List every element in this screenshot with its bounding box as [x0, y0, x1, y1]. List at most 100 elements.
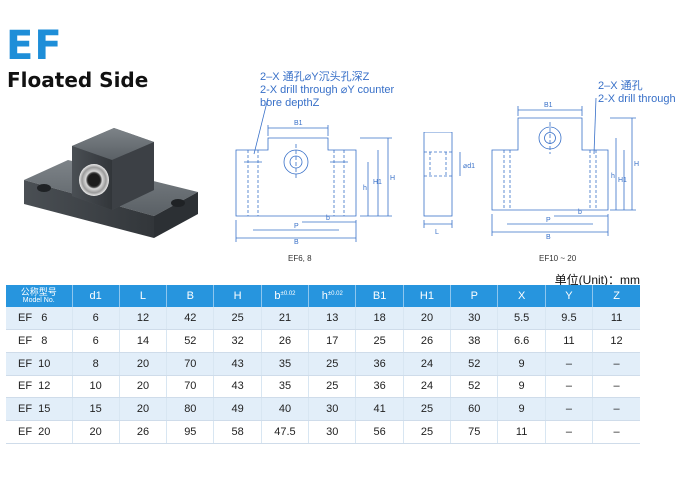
cell-p: 52 [450, 352, 499, 376]
cell-h1: 24 [403, 375, 452, 399]
cell-b1: 18 [355, 307, 404, 331]
col-header-h-tolerance: ±0.02 [327, 291, 343, 297]
col-header-b-label: b [274, 290, 281, 302]
drawing-ef10-20: B1 B P b h H1 H [491, 98, 639, 241]
col-header-d1: d1 [72, 285, 120, 307]
cell-h1: 24 [403, 352, 452, 376]
cell-h-upper: 32 [213, 329, 262, 353]
unit-label: 单位(Unit)：mm [554, 273, 640, 287]
cell-model: EF 15 [6, 397, 73, 421]
cell-h1: 25 [403, 420, 452, 444]
cell-h: 13 [308, 307, 357, 331]
col-header-b1: B1 [355, 285, 404, 307]
col-header-l: L [119, 285, 168, 307]
cell-z: – [592, 352, 640, 376]
cell-l: 20 [119, 397, 168, 421]
cell-p: 52 [450, 375, 499, 399]
dim-p: P [546, 217, 551, 224]
cell-b-upper: 95 [166, 420, 215, 444]
drawing-side-view: L ⌀d1 [423, 132, 475, 236]
product-image [24, 128, 198, 238]
cell-y: 11 [545, 329, 594, 353]
cell-z: – [592, 375, 640, 399]
cell-h-upper: 49 [213, 397, 262, 421]
cell-model: EF 10 [6, 352, 73, 376]
callout-right-line2: 2-X drill through [598, 93, 676, 105]
cell-d1: 8 [72, 352, 120, 376]
col-header-b-upper: B [166, 285, 215, 307]
callout-right: 2–X 通孔 2-X drill through [598, 80, 676, 106]
cell-model: EF 8 [6, 329, 73, 353]
dim-h1: H1 [373, 179, 382, 186]
drawing-ef6-8: B1 B P b h H1 H [235, 98, 395, 246]
cell-h-upper: 25 [213, 307, 262, 331]
cell-h: 25 [308, 375, 357, 399]
cell-b-upper: 70 [166, 352, 215, 376]
cell-h-upper: 43 [213, 375, 262, 399]
cell-d1: 10 [72, 375, 120, 399]
cell-h1: 20 [403, 307, 452, 331]
cell-y: – [545, 420, 594, 444]
cell-b1: 25 [355, 329, 404, 353]
cell-x: 9 [497, 352, 546, 376]
dim-b1: B1 [544, 102, 553, 109]
cell-h1: 25 [403, 397, 452, 421]
cell-b1: 56 [355, 420, 404, 444]
cell-p: 60 [450, 397, 499, 421]
dim-h1: H1 [618, 177, 627, 184]
dim-p: P [294, 223, 299, 230]
cell-h: 30 [308, 397, 357, 421]
cell-d1: 15 [72, 397, 120, 421]
cell-y: – [545, 375, 594, 399]
col-header-y: Y [545, 285, 594, 307]
dim-b: b [578, 209, 582, 216]
col-header-h1: H1 [403, 285, 452, 307]
cell-d1: 6 [72, 307, 120, 331]
cell-l: 14 [119, 329, 168, 353]
col-header-model-en: Model No. [22, 297, 55, 304]
cell-d1: 20 [72, 420, 120, 444]
col-header-z: Z [592, 285, 640, 307]
cell-model: EF 6 [6, 307, 73, 331]
cell-b-upper: 42 [166, 307, 215, 331]
cell-l: 26 [119, 420, 168, 444]
cell-p: 75 [450, 420, 499, 444]
spec-table-header-row: 公称型号 Model No. d1 L B H b±0.02 h±0.02 B1… [6, 285, 640, 307]
cell-b: 35 [261, 352, 310, 376]
col-header-p: P [450, 285, 499, 307]
cell-b-upper: 70 [166, 375, 215, 399]
col-header-h-upper: H [213, 285, 262, 307]
col-header-b: b±0.02 [261, 285, 310, 307]
cell-y: 9.5 [545, 307, 594, 331]
caption-ef10-20: EF10 ~ 20 [539, 254, 577, 263]
dim-b1: B1 [294, 120, 303, 127]
product-subtitle: Floated Side [7, 68, 149, 92]
cell-b: 35 [261, 375, 310, 399]
col-header-b-tolerance: ±0.02 [280, 291, 296, 297]
cell-b: 47.5 [261, 420, 310, 444]
cell-b: 26 [261, 329, 310, 353]
cell-d1: 6 [72, 329, 120, 353]
dim-L: L [435, 229, 439, 236]
cell-x: 11 [497, 420, 546, 444]
cell-h1: 26 [403, 329, 452, 353]
col-header-h-label: h [321, 290, 328, 302]
callout-left-line3: bore depthZ [260, 97, 320, 109]
cell-b1: 36 [355, 375, 404, 399]
cell-b1: 36 [355, 352, 404, 376]
cell-h-upper: 43 [213, 352, 262, 376]
col-header-h: h±0.02 [308, 285, 357, 307]
cell-x: 9 [497, 397, 546, 421]
cell-y: – [545, 397, 594, 421]
col-header-model-zh: 公称型号 [20, 287, 57, 297]
caption-ef6-8: EF6, 8 [288, 254, 312, 263]
cell-b: 40 [261, 397, 310, 421]
cell-x: 9 [497, 375, 546, 399]
dim-H: H [634, 161, 639, 168]
callout-right-line1: 2–X 通孔 [598, 80, 643, 92]
cell-h: 17 [308, 329, 357, 353]
cell-l: 20 [119, 352, 168, 376]
cell-model: EF 20 [6, 420, 73, 444]
